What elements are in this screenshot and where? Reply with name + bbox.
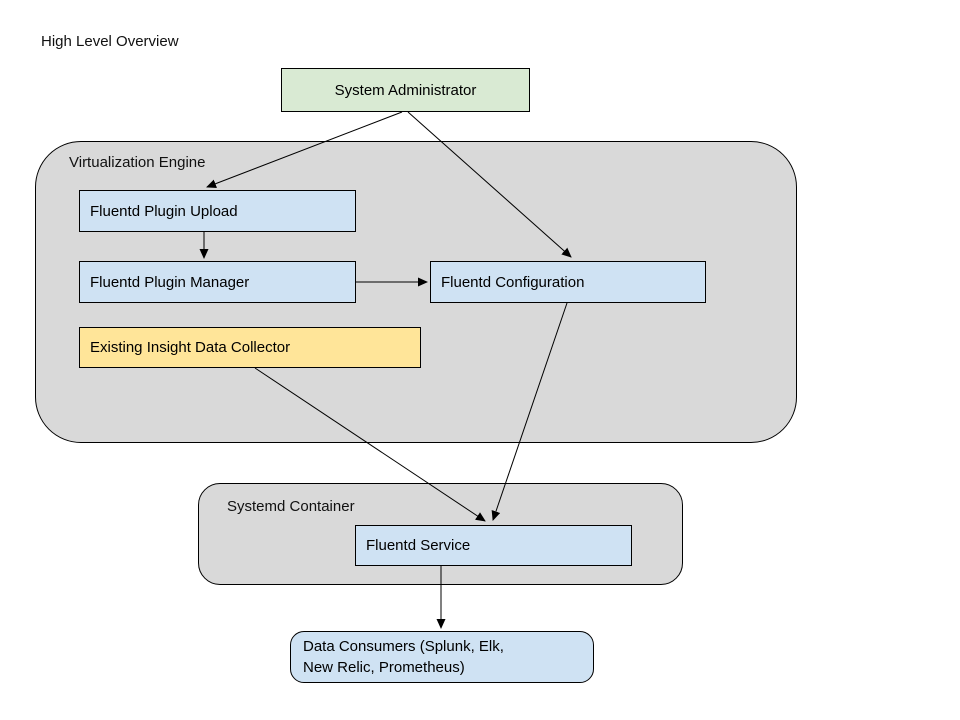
node-fluentd-plugin-upload: Fluentd Plugin Upload — [79, 190, 356, 232]
node-existing-insight-data-collector-label: Existing Insight Data Collector — [90, 339, 291, 356]
node-fluentd-plugin-manager-label: Fluentd Plugin Manager — [90, 273, 250, 291]
container-systemd-container-label: Systemd Container — [227, 498, 355, 515]
page-title: High Level Overview — [41, 33, 179, 50]
node-data-consumers-label-line1: Data Consumers (Splunk, Elk, — [303, 638, 504, 655]
node-existing-insight-data-collector: Existing Insight Data Collector — [79, 327, 421, 368]
node-data-consumers-label-line2: New Relic, Prometheus) — [303, 659, 465, 676]
node-fluentd-plugin-upload-label: Fluentd Plugin Upload — [90, 202, 238, 220]
node-data-consumers: Data Consumers (Splunk, Elk, New Relic, … — [290, 631, 594, 683]
node-fluentd-service-label: Fluentd Service — [366, 537, 471, 554]
node-system-administrator: System Administrator — [281, 68, 530, 112]
node-fluentd-plugin-manager: Fluentd Plugin Manager — [79, 261, 356, 303]
node-fluentd-configuration-label: Fluentd Configuration — [441, 273, 585, 291]
node-system-administrator-label: System Administrator — [334, 81, 477, 99]
container-virtualization-engine-label: Virtualization Engine — [69, 154, 206, 171]
node-fluentd-service: Fluentd Service — [355, 525, 632, 566]
node-fluentd-configuration: Fluentd Configuration — [430, 261, 706, 303]
